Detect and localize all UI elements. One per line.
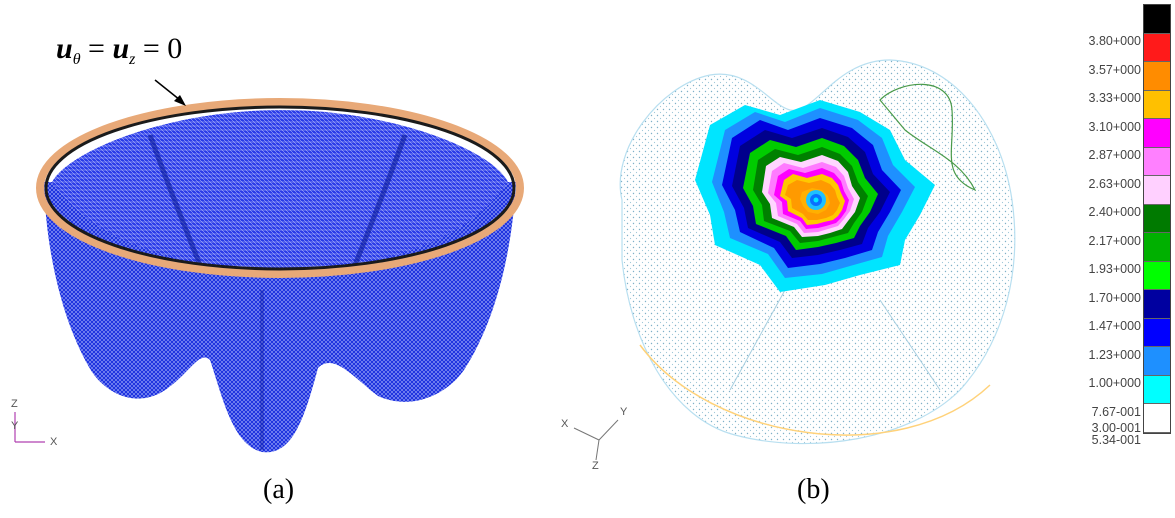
caption-a: (a) bbox=[263, 474, 295, 505]
colorbar-label: 3.80+000 bbox=[1088, 34, 1141, 48]
colorbar-swatch bbox=[1144, 318, 1170, 347]
colorbar-label: 2.63+000 bbox=[1088, 176, 1141, 191]
colorbar-label: 2.17+000 bbox=[1088, 233, 1141, 248]
colorbar-label: 1.70+000 bbox=[1088, 290, 1141, 305]
colorbar-label: 2.40+000 bbox=[1088, 205, 1141, 219]
colorbar-label: 2.87+000 bbox=[1088, 148, 1141, 162]
colorbar-swatch bbox=[1144, 261, 1170, 290]
axis-label-z-a: Z bbox=[11, 398, 18, 410]
colorbar bbox=[1143, 4, 1171, 434]
axis-label-y-b: Y bbox=[620, 406, 628, 418]
colorbar-label: 1.00+000 bbox=[1088, 376, 1141, 390]
colorbar-swatch bbox=[1144, 290, 1170, 319]
colorbar-swatch bbox=[1144, 147, 1170, 176]
colorbar-swatch bbox=[1144, 404, 1170, 433]
panel-b-contour bbox=[573, 59, 1016, 461]
axis-label-z-b: Z bbox=[592, 460, 599, 472]
colorbar-label: 3.57+000 bbox=[1088, 62, 1141, 77]
bowl-inner bbox=[52, 110, 508, 272]
axis-label-x-b: X bbox=[561, 418, 569, 430]
colorbar-swatch bbox=[1144, 204, 1170, 233]
colorbar-swatch bbox=[1144, 119, 1170, 148]
caption-b: (b) bbox=[797, 474, 830, 505]
colorbar-label: 3.10+000 bbox=[1088, 119, 1141, 134]
bowl-rim-outer bbox=[36, 98, 524, 278]
colorbar-label: 5.34-001 bbox=[1091, 433, 1141, 447]
axis-label-y-a: Y bbox=[11, 420, 19, 432]
colorbar-swatch bbox=[1144, 347, 1170, 376]
colorbar-label: 1.47+000 bbox=[1088, 319, 1141, 333]
colorbar-swatch bbox=[1144, 90, 1170, 119]
colorbar-label: 1.23+000 bbox=[1088, 347, 1141, 362]
contour-bands bbox=[695, 100, 935, 292]
colorbar-swatch bbox=[1144, 5, 1170, 34]
colorbar-swatch bbox=[1144, 33, 1170, 62]
axis-label-x-a: X bbox=[50, 436, 58, 448]
colorbar-label: 3.00-001 bbox=[1091, 421, 1141, 435]
colorbar-swatch bbox=[1144, 375, 1170, 404]
colorbar-swatch bbox=[1144, 233, 1170, 262]
boundary-condition-label: uθ = uz = 0 bbox=[56, 32, 183, 68]
colorbar-swatch bbox=[1144, 176, 1170, 205]
bowl-rim-inner bbox=[44, 105, 516, 271]
colorbar-label: 1.93+000 bbox=[1088, 262, 1141, 276]
colorbar-label: 7.67-001 bbox=[1091, 404, 1141, 419]
colorbar-label: 3.33+000 bbox=[1088, 91, 1141, 105]
colorbar-swatch bbox=[1144, 62, 1170, 91]
panel-a-mesh bbox=[14, 79, 524, 453]
